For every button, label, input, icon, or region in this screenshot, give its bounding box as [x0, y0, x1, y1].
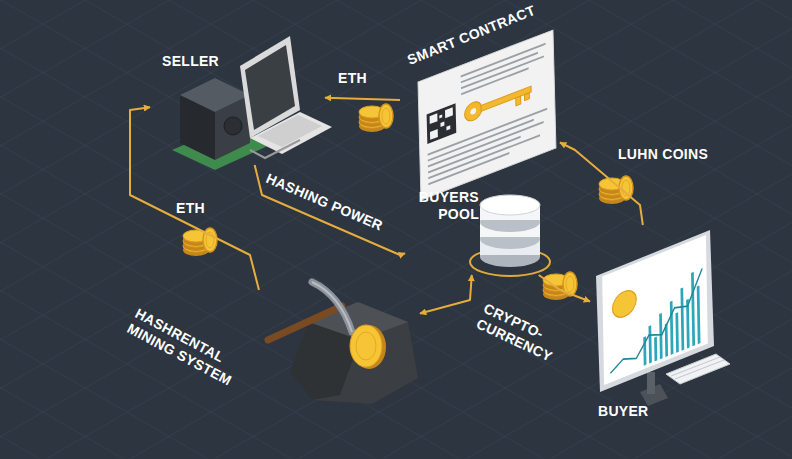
node-label: BUYER — [598, 403, 708, 420]
flow-label: HASHING POWER — [263, 170, 389, 236]
database-icon — [470, 195, 550, 276]
seller-node: SELLER — [150, 25, 325, 165]
mining-system-node: HASHRENTAL MINING SYSTEM — [130, 290, 420, 415]
flow-label: ETH — [176, 200, 216, 217]
flow-arrow — [539, 275, 590, 302]
node-label: BUYERS POOL — [407, 189, 479, 223]
node-label: SELLER — [162, 53, 252, 70]
mining-rock — [268, 282, 418, 404]
flow-label: LUHN COINS — [618, 146, 728, 163]
flow-arrow — [325, 98, 400, 100]
flow-arrow — [255, 165, 405, 255]
buyer-node: BUYER — [590, 225, 725, 430]
flow-label: CRYPTO-CURRENCY — [474, 300, 563, 365]
coin-stack — [183, 104, 633, 300]
smart-contract-node: SMART CONTRACT — [400, 5, 560, 200]
node-label: HASHRENTAL MINING SYSTEM — [124, 305, 259, 398]
flow-label: ETH — [338, 70, 378, 87]
node-label: SMART CONTRACT — [405, 0, 550, 69]
flow-arrow — [130, 107, 259, 290]
flow-arrow — [420, 275, 472, 313]
buyer-monitor — [596, 230, 730, 406]
buyers-pool-node: BUYERS POOL — [405, 185, 545, 275]
